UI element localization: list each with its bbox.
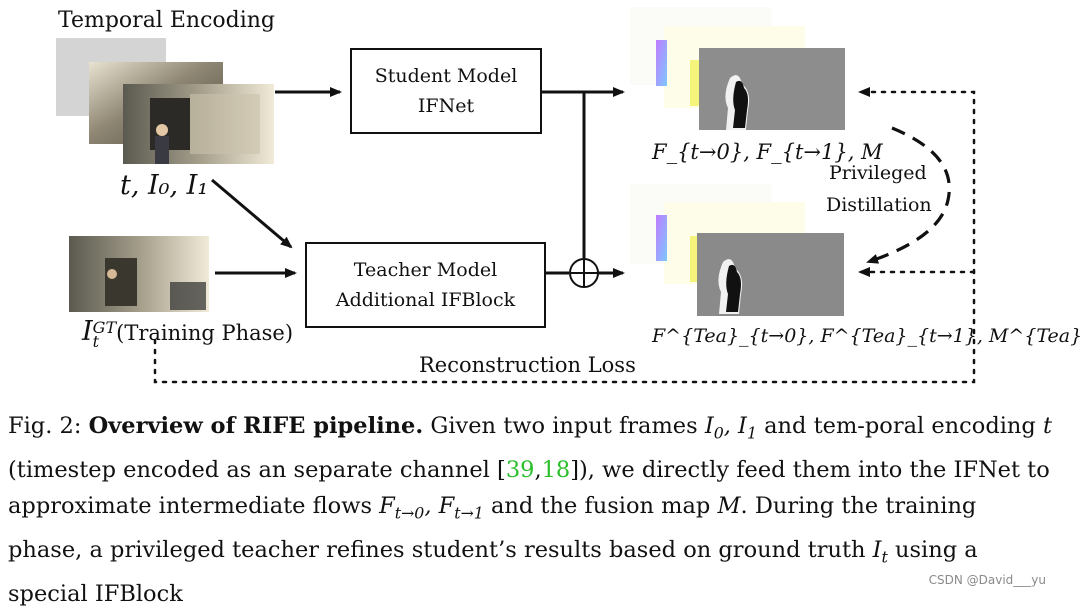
teacher-output-stack xyxy=(630,184,844,316)
csdn-watermark: CSDN @David___yu xyxy=(928,573,1046,587)
teacher-model-subtitle: Additional IFBlock xyxy=(335,289,516,311)
citation-39-link[interactable]: 39 xyxy=(505,456,535,483)
caption-text-6: . During the training phase, a privilege… xyxy=(8,493,977,564)
student-output-label: F_{t→0}, F_{t→1}, M xyxy=(652,140,883,164)
caption-comma: , xyxy=(534,456,542,483)
gt-subscript: t xyxy=(92,331,100,351)
distillation-label-line2: Distillation xyxy=(826,194,932,216)
sum-node-icon xyxy=(569,258,599,288)
caption-prefix: Fig. 2: xyxy=(8,413,89,439)
caption-text-2: and tem-poral encoding xyxy=(756,413,1043,439)
caption-text-5: and the fusion map xyxy=(483,493,718,520)
reconstruction-loss-path-top xyxy=(153,87,976,384)
caption-math-flows: Ft→0, Ft→1 xyxy=(379,493,484,523)
teacher-model-title: Teacher Model xyxy=(353,259,498,281)
figure-caption: Fig. 2: Overview of RIFE pipeline. Given… xyxy=(8,408,1056,613)
gt-superscript: GT xyxy=(92,317,117,337)
teacher-model-box: Teacher Model Additional IFBlock xyxy=(305,242,546,328)
ground-truth-frame xyxy=(69,236,209,312)
caption-math-m: M xyxy=(717,493,741,520)
caption-text-1: Given two input frames xyxy=(423,413,705,439)
arrow-input-to-teacher xyxy=(211,178,293,249)
caption-text-4: ]), we directly feed them into the IFNet… xyxy=(8,456,1050,520)
caption-math-it: It xyxy=(872,537,888,567)
student-model-box: Student Model IFNet xyxy=(350,48,542,134)
caption-math-inputs: I0, I1 xyxy=(704,413,757,443)
input-frames-label: t, I₀, I₁ xyxy=(120,170,209,201)
diagram-canvas xyxy=(56,7,976,384)
gt-suffix: (Training Phase) xyxy=(116,321,294,345)
temporal-encoding-stack xyxy=(56,38,274,164)
temporal-encoding-label: Temporal Encoding xyxy=(58,8,276,33)
student-model-subtitle: IFNet xyxy=(417,95,475,117)
reconstruction-loss-label: Reconstruction Loss xyxy=(415,353,640,377)
caption-text-7: using a special IFBlock xyxy=(8,537,978,608)
student-output-stack xyxy=(630,7,845,130)
teacher-output-label: F^{Tea}_{t→0}, F^{Tea}_{t→1}, M^{Tea} xyxy=(652,325,1082,347)
gt-symbol: I xyxy=(82,316,93,347)
caption-text-3: (timestep encoded as an separate channel… xyxy=(8,456,506,483)
distillation-label-line1: Privileged xyxy=(829,162,927,184)
privileged-distillation-arrow xyxy=(866,126,951,264)
citation-18-link[interactable]: 18 xyxy=(541,456,571,483)
student-model-title: Student Model xyxy=(374,65,518,87)
caption-math-t: t xyxy=(1042,413,1053,439)
caption-title: Overview of RIFE pipeline. xyxy=(88,413,424,439)
